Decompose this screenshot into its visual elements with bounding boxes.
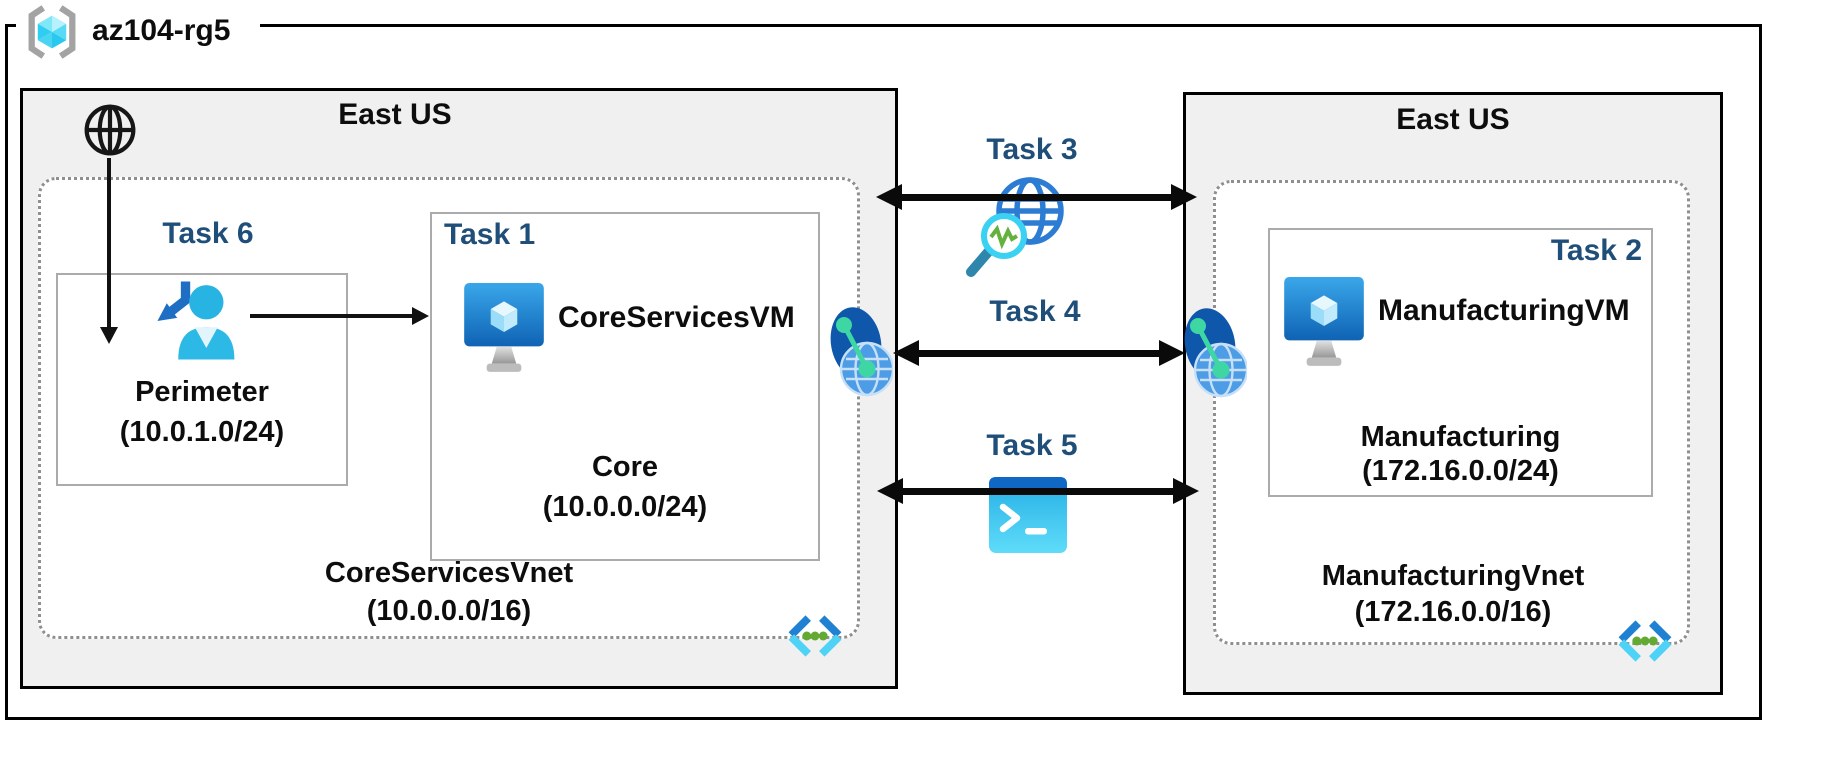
- perimeter-to-core-arrow: [250, 314, 414, 318]
- core-name: Core: [591, 451, 659, 483]
- task3-label: Task 3: [986, 133, 1078, 166]
- vnet-coreservices-name: CoreServicesVnet: [324, 557, 574, 589]
- subnet-box-core: [430, 212, 820, 561]
- task3-arrowhead-right: [1171, 184, 1197, 210]
- task3-arrow-bar: [896, 193, 1177, 201]
- perimeter-name: Perimeter: [135, 376, 269, 408]
- virtual-machine-icon: [1284, 277, 1364, 366]
- vnet-peering-icon: [830, 307, 893, 397]
- user-signin-icon: [157, 281, 235, 360]
- region-label-left: East US: [338, 98, 452, 131]
- perimeter-cidr: (10.0.1.0/24): [119, 416, 285, 448]
- internet-to-perimeter-arrow: [107, 158, 111, 328]
- vnet-coreservices-cidr: (10.0.0.0/16): [366, 595, 532, 627]
- task4-label: Task 4: [989, 295, 1081, 328]
- task2-label: Task 2: [1550, 234, 1642, 267]
- task4-arrowhead-right: [1159, 340, 1185, 366]
- manufacturing-vm-name: ManufacturingVM: [1378, 294, 1630, 327]
- task5-arrowhead-right: [1173, 478, 1199, 504]
- code-brackets-icon: [1618, 620, 1672, 662]
- code-brackets-icon: [788, 615, 842, 657]
- vnet-manufacturing-label: ManufacturingVnet (172.16.0.0/16): [1203, 558, 1703, 630]
- vnet-peering-icon: [1184, 308, 1247, 398]
- network-watcher-icon: [966, 177, 1064, 277]
- subnet-perimeter-name: Perimeter (10.0.1.0/24): [56, 372, 348, 452]
- task5-arrow: [877, 478, 1199, 504]
- vnet-manufacturing-name: ManufacturingVnet: [1321, 560, 1585, 592]
- subnet-manufacturing-name: Manufacturing (172.16.0.0/24): [1268, 420, 1653, 488]
- task4-arrow: [893, 340, 1185, 366]
- task3-arrow: [876, 184, 1197, 210]
- task4-arrow-bar: [913, 349, 1165, 357]
- task6-label: Task 6: [162, 217, 254, 250]
- task5-label: Task 5: [986, 429, 1078, 462]
- subnet-core-name: Core (10.0.0.0/24): [430, 447, 820, 527]
- perimeter-to-core-arrowhead: [412, 307, 429, 325]
- internet-globe-icon: [84, 104, 136, 156]
- resource-group-name: az104-rg5: [92, 14, 231, 47]
- manufacturing-name: Manufacturing: [1360, 421, 1561, 453]
- task5-arrow-bar: [897, 487, 1179, 495]
- virtual-machine-icon: [464, 283, 544, 372]
- coreservices-vm-name: CoreServicesVM: [558, 301, 795, 334]
- resource-group-icon: [28, 5, 76, 59]
- core-cidr: (10.0.0.0/24): [542, 491, 708, 523]
- manufacturing-cidr: (172.16.0.0/24): [1362, 455, 1559, 487]
- task1-label: Task 1: [444, 218, 536, 251]
- vnet-coreservices-label: CoreServicesVnet (10.0.0.0/16): [99, 554, 799, 630]
- vnet-manufacturing-cidr: (172.16.0.0/16): [1354, 596, 1552, 628]
- internet-arrowhead: [100, 327, 118, 344]
- cloud-shell-icon: [989, 477, 1067, 553]
- region-label-right: East US: [1396, 103, 1510, 136]
